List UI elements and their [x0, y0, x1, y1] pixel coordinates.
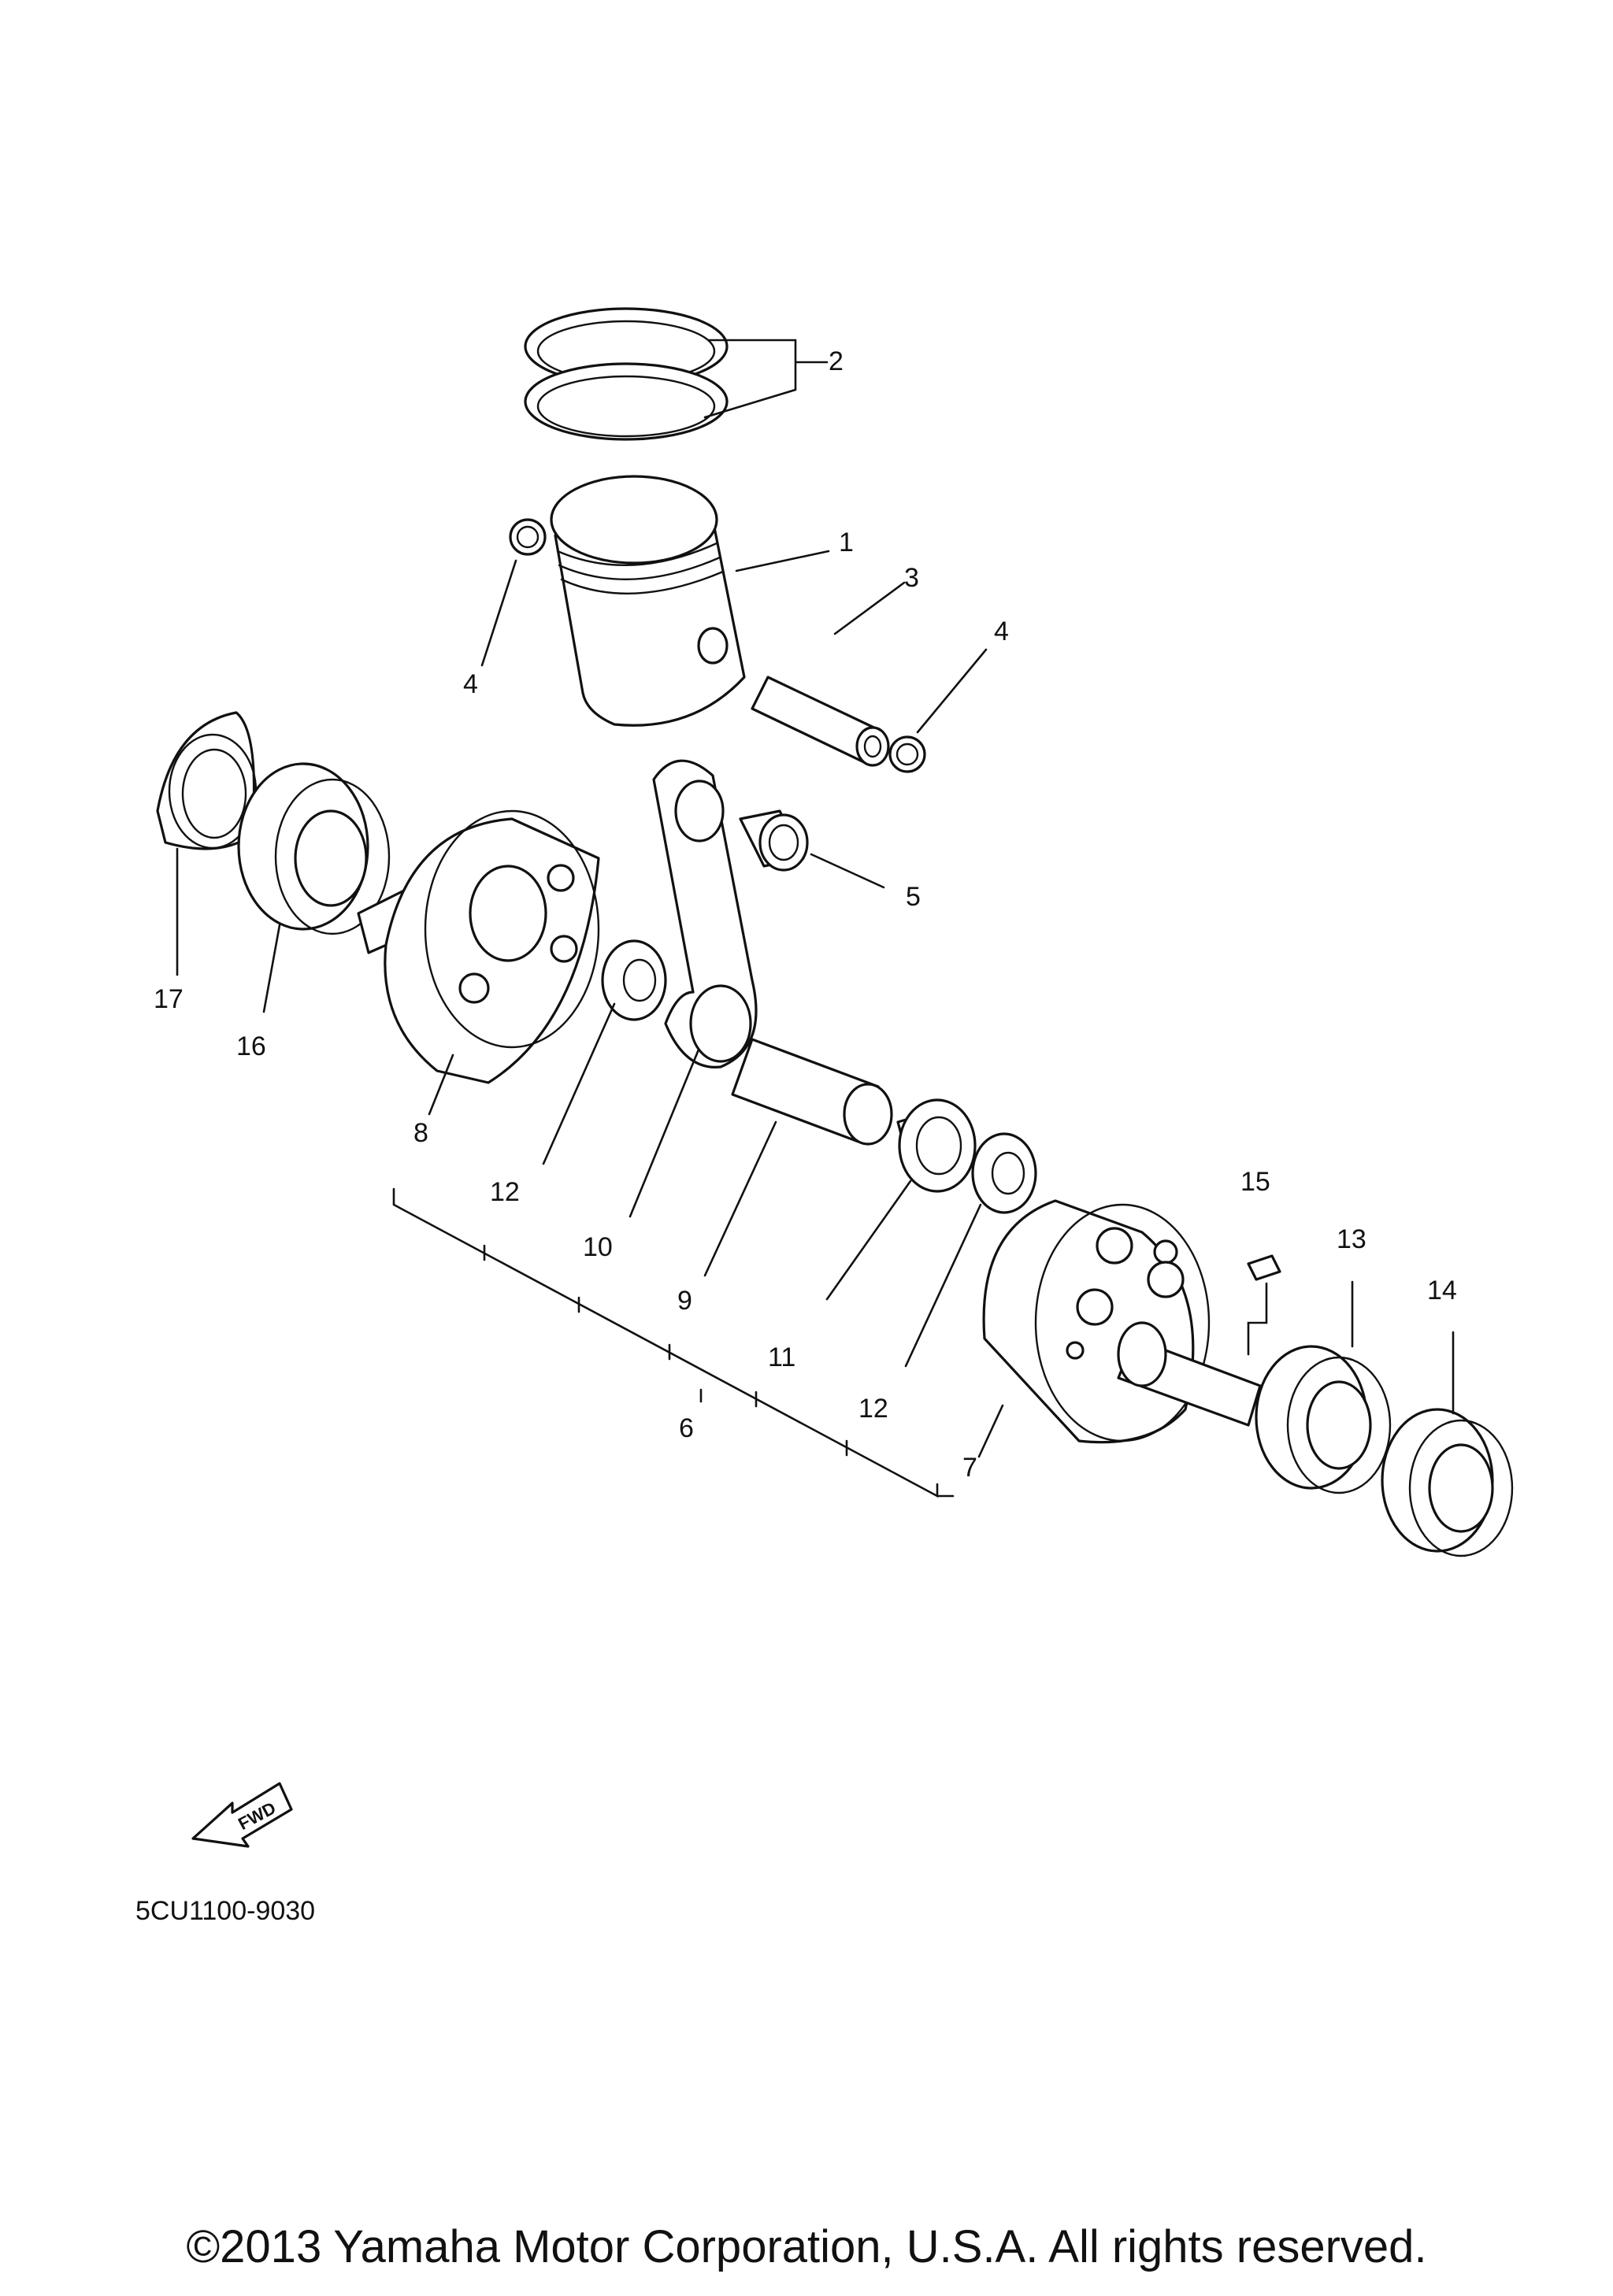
fwd-arrow-icon: FWD [191, 1782, 293, 1848]
callout-8: 8 [413, 1118, 428, 1148]
piston-pin-clip-right [888, 735, 926, 773]
callout-5: 5 [906, 882, 921, 912]
callout-1: 1 [839, 528, 854, 557]
washer-right [971, 1132, 1037, 1214]
callout-9: 9 [677, 1286, 692, 1316]
callout-17: 17 [154, 984, 184, 1014]
crank-right [982, 1199, 1262, 1444]
callout-10: 10 [583, 1232, 613, 1262]
callout-4-right: 4 [994, 617, 1009, 646]
callout-2: 2 [829, 346, 844, 376]
washer-left [601, 939, 667, 1021]
crank-pin [731, 1038, 893, 1146]
callout-13: 13 [1337, 1224, 1366, 1254]
bearing-left [237, 762, 391, 935]
piston-pin-clip-left [509, 518, 547, 556]
piston [550, 475, 746, 727]
callout-12-left: 12 [490, 1177, 520, 1207]
leader-lines [176, 339, 1455, 1498]
diagram-code: 5CU1100-9030 [135, 1896, 316, 1926]
small-end-bearing [739, 809, 809, 872]
bearing-right-outer [1381, 1408, 1514, 1557]
bearing-right-inner [1255, 1345, 1392, 1494]
callout-4-left: 4 [463, 669, 478, 699]
piston-pin [751, 676, 890, 767]
connecting-rod [652, 759, 758, 1068]
woodruff-key [1247, 1254, 1281, 1281]
callout-6: 6 [679, 1413, 694, 1443]
callout-12-right: 12 [858, 1394, 888, 1424]
piston-rings [524, 307, 729, 441]
callout-3: 3 [904, 563, 919, 593]
callout-14: 14 [1427, 1276, 1457, 1305]
callout-7: 7 [962, 1453, 977, 1483]
big-end-bearing [896, 1098, 977, 1193]
callout-15: 15 [1240, 1167, 1270, 1197]
callout-16: 16 [236, 1031, 266, 1061]
copyright-notice: ©2013 Yamaha Motor Corporation, U.S.A. A… [186, 2221, 1427, 2272]
callout-11: 11 [768, 1342, 795, 1372]
crank-left [357, 809, 600, 1084]
callouts: 2 1 3 4 4 5 17 16 8 12 10 9 11 6 12 7 15… [154, 346, 1457, 1483]
